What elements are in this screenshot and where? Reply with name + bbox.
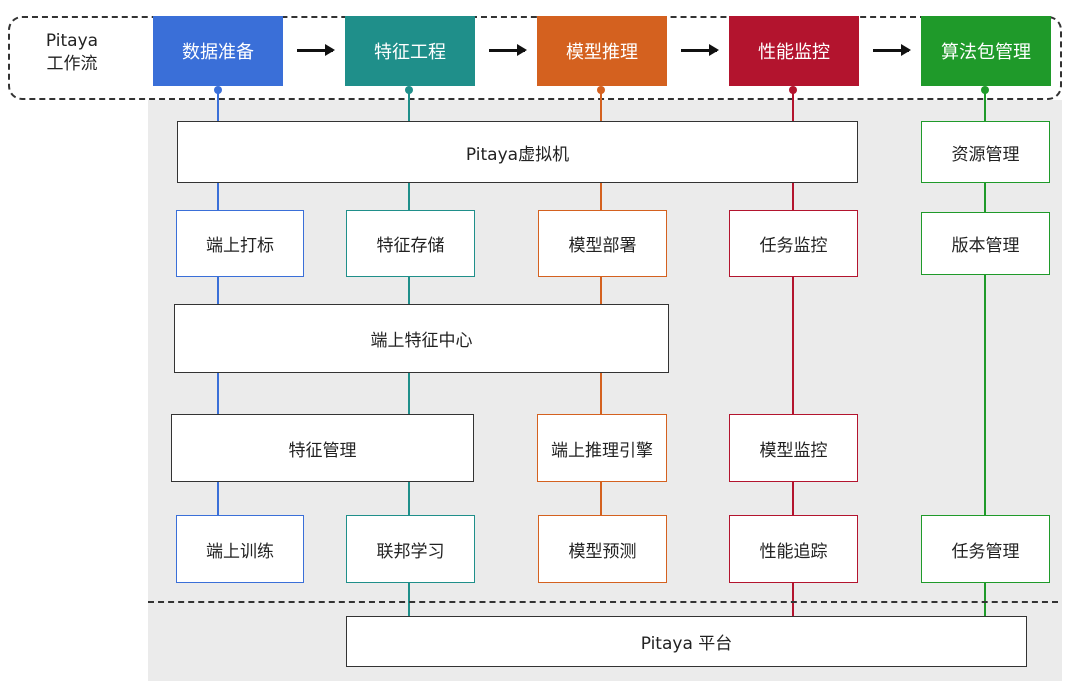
arrow-right-icon xyxy=(297,44,335,56)
connector-line xyxy=(600,481,602,516)
connector-line xyxy=(217,481,219,516)
resource-management-label: 资源管理 xyxy=(951,144,1020,165)
federated-learning-label: 联邦学习 xyxy=(376,541,445,562)
edge-feature-center-box: 端上特征中心 xyxy=(174,304,669,373)
connector-line xyxy=(600,276,602,305)
connector-line xyxy=(217,276,219,305)
stage-data-preparation: 数据准备 xyxy=(153,16,283,86)
performance-tracking-label: 性能追踪 xyxy=(759,541,828,562)
connector-dot xyxy=(214,86,222,94)
connector-dot xyxy=(981,86,989,94)
connector-line xyxy=(792,182,794,211)
pitaya-platform-label: Pitaya 平台 xyxy=(640,634,733,654)
performance-tracking-box: 性能追踪 xyxy=(729,515,858,583)
stage-model-inference: 模型推理 xyxy=(537,16,667,86)
pitaya-platform-box: Pitaya 平台 xyxy=(346,616,1027,667)
connector-line xyxy=(408,276,410,305)
edge-training-box: 端上训练 xyxy=(176,515,304,583)
connector-line xyxy=(217,182,219,211)
connector-line xyxy=(984,582,986,617)
connector-line xyxy=(600,372,602,415)
connector-line xyxy=(217,90,219,122)
task-monitoring-box: 任务监控 xyxy=(729,210,858,277)
connector-line xyxy=(217,372,219,415)
connector-line xyxy=(408,372,410,415)
model-monitoring-label: 模型监控 xyxy=(759,440,828,461)
stage-algorithm-package-management: 算法包管理 xyxy=(921,16,1051,86)
stage-performance-monitoring: 性能监控 xyxy=(729,16,859,86)
resource-management-box: 资源管理 xyxy=(921,121,1050,183)
task-management-label: 任务管理 xyxy=(951,541,1020,562)
arrow-right-icon xyxy=(681,44,719,56)
connector-line xyxy=(600,90,602,122)
feature-storage-box: 特征存储 xyxy=(346,210,475,277)
arrow-right-icon xyxy=(489,44,527,56)
edge-labeling-box: 端上打标 xyxy=(176,210,304,277)
edge-training-label: 端上训练 xyxy=(206,541,274,562)
task-management-box: 任务管理 xyxy=(921,515,1050,583)
edge-feature-center-label: 端上特征中心 xyxy=(370,331,473,351)
connector-dot xyxy=(405,86,413,94)
workflow-label-line2: 工作流 xyxy=(46,54,98,74)
connector-line xyxy=(408,182,410,211)
version-management-label: 版本管理 xyxy=(951,236,1020,256)
model-prediction-box: 模型预测 xyxy=(538,515,667,583)
federated-learning-box: 联邦学习 xyxy=(346,515,475,583)
connector-line xyxy=(792,481,794,516)
architecture-background xyxy=(148,100,1062,681)
connector-dot xyxy=(789,86,797,94)
model-deployment-label: 模型部署 xyxy=(568,236,637,256)
connector-line xyxy=(792,276,794,415)
connector-line xyxy=(792,90,794,122)
task-monitoring-label: 任务监控 xyxy=(759,236,828,256)
workflow-label-line1: Pitaya xyxy=(45,31,99,51)
pitaya-vm-label: Pitaya虚拟机 xyxy=(465,144,570,165)
edge-inference-engine-label: 端上推理引擎 xyxy=(551,440,653,461)
connector-line xyxy=(600,182,602,211)
model-prediction-label: 模型预测 xyxy=(568,541,637,562)
pitaya-vm-box: Pitaya虚拟机 xyxy=(177,121,858,183)
version-management-box: 版本管理 xyxy=(921,212,1050,275)
dashed-divider xyxy=(148,601,1058,603)
connector-line xyxy=(408,582,410,617)
feature-storage-label: 特征存储 xyxy=(376,236,445,256)
connector-line xyxy=(984,90,986,122)
arrow-right-icon xyxy=(873,44,911,56)
connector-line xyxy=(984,274,986,516)
workflow-label: Pitaya 工作流 xyxy=(22,30,122,76)
feature-management-label: 特征管理 xyxy=(288,440,357,461)
connector-line xyxy=(792,582,794,617)
edge-inference-engine-box: 端上推理引擎 xyxy=(537,414,667,482)
connector-dot xyxy=(597,86,605,94)
connector-line xyxy=(408,481,410,516)
connector-line xyxy=(408,90,410,122)
edge-labeling-label: 端上打标 xyxy=(206,236,274,256)
connector-line xyxy=(984,182,986,213)
feature-management-box: 特征管理 xyxy=(171,414,474,482)
stage-feature-engineering: 特征工程 xyxy=(345,16,475,86)
model-monitoring-box: 模型监控 xyxy=(729,414,858,482)
model-deployment-box: 模型部署 xyxy=(538,210,667,277)
